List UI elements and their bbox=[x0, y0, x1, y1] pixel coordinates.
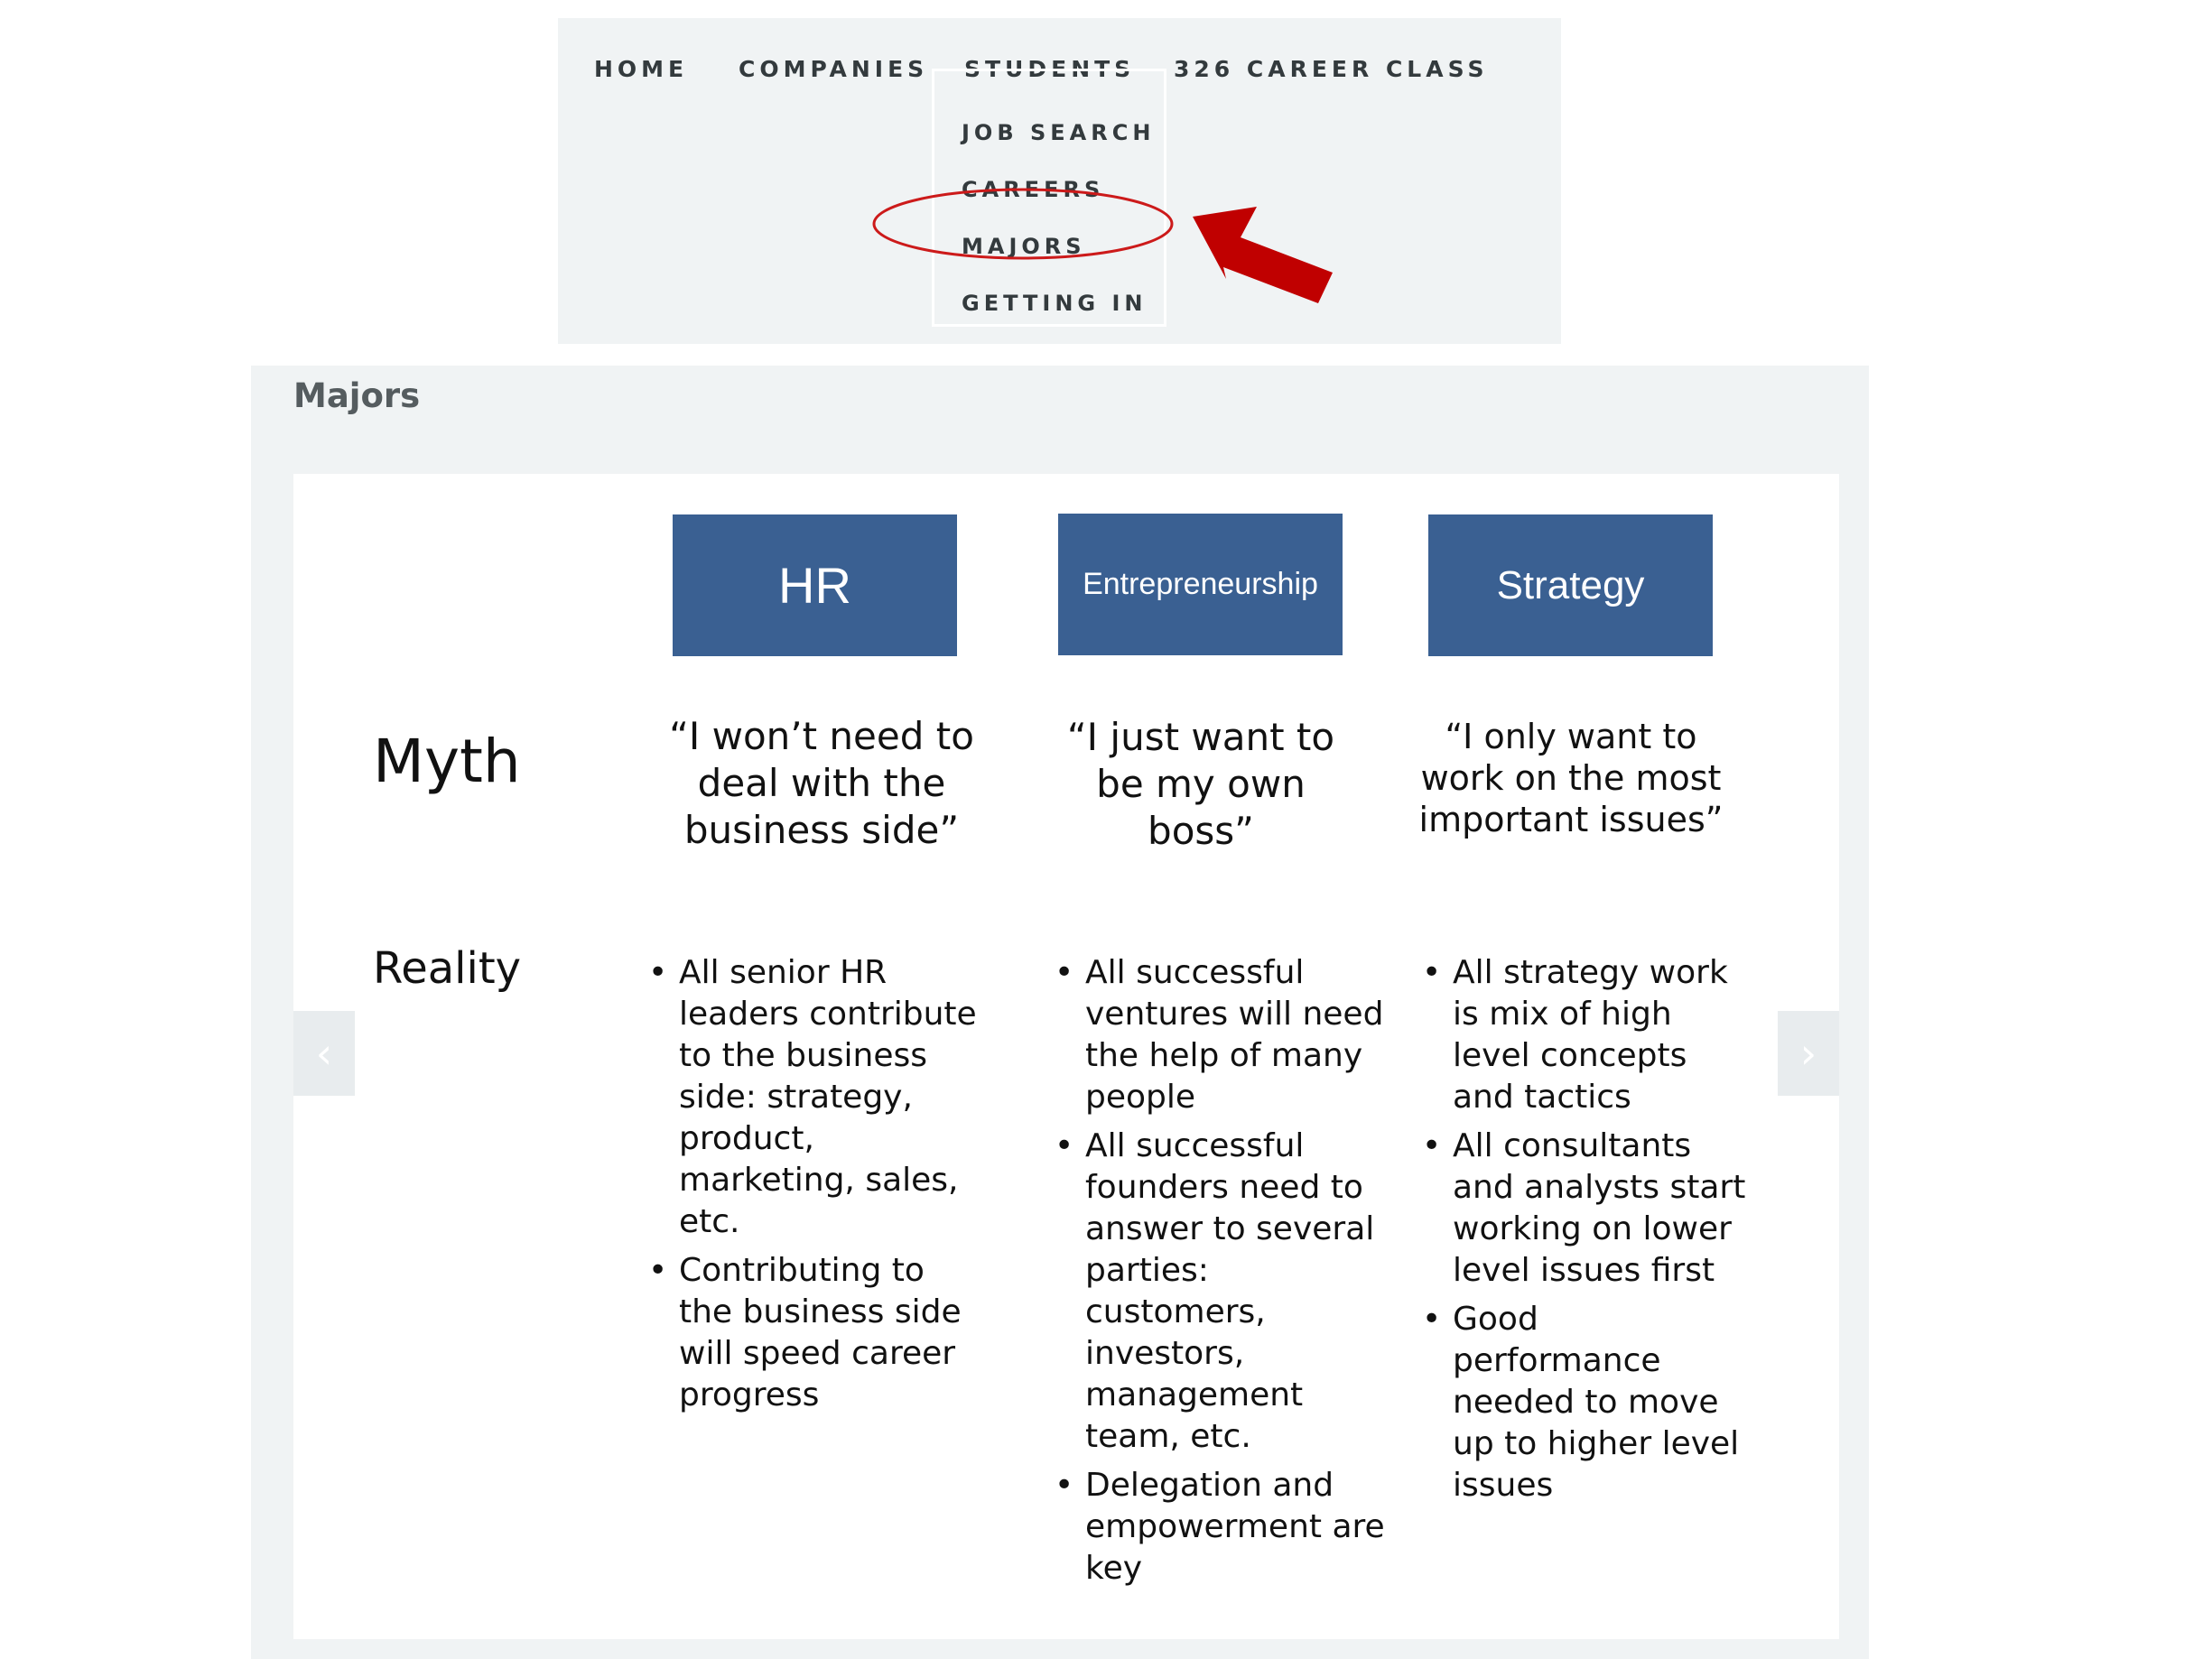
reality-list-hr: All senior HR leaders contribute to the … bbox=[648, 952, 982, 1423]
reality-item: All senior HR leaders contribute to the … bbox=[648, 952, 982, 1243]
majors-slide: HR Entrepreneurship Strategy Myth Realit… bbox=[293, 474, 1839, 1639]
site-navigation: HOME COMPANIES STUDENTS 326 CAREER CLASS… bbox=[558, 18, 1561, 344]
nav-326-career-class[interactable]: 326 CAREER CLASS bbox=[1174, 56, 1489, 82]
carousel-next-button[interactable]: › bbox=[1778, 1011, 1839, 1096]
row-label-reality: Reality bbox=[373, 943, 522, 994]
reality-item: All consultants and analysts start worki… bbox=[1422, 1126, 1756, 1292]
students-dropdown-menu: JOB SEARCH CAREERS MAJORS GETTING IN bbox=[932, 69, 1166, 327]
chevron-right-icon: › bbox=[1799, 1029, 1817, 1078]
reality-item: Delegation and empowerment are key bbox=[1055, 1465, 1389, 1589]
myth-hr: “I won’t need to deal with the business … bbox=[669, 714, 974, 852]
reality-item: Contributing to the business side will s… bbox=[648, 1250, 982, 1416]
header-entrepreneurship: Entrepreneurship bbox=[1058, 514, 1343, 655]
reality-list-entrepreneurship: All successful ventures will need the he… bbox=[1055, 952, 1389, 1597]
chevron-left-icon: ‹ bbox=[315, 1029, 333, 1078]
submenu-majors[interactable]: MAJORS bbox=[962, 234, 1086, 259]
submenu-job-search[interactable]: JOB SEARCH bbox=[962, 120, 1156, 145]
carousel-prev-button[interactable]: ‹ bbox=[293, 1011, 355, 1096]
majors-panel: Majors HR Entrepreneurship Strategy Myth… bbox=[251, 366, 1869, 1659]
reality-list-strategy: All strategy work is mix of high level c… bbox=[1422, 952, 1756, 1514]
myth-strategy: “I only want to work on the most importa… bbox=[1418, 717, 1724, 839]
header-hr: HR bbox=[673, 514, 957, 656]
reality-item: All strategy work is mix of high level c… bbox=[1422, 952, 1756, 1118]
panel-title: Majors bbox=[293, 376, 421, 415]
nav-companies[interactable]: COMPANIES bbox=[739, 56, 929, 82]
reality-item: All successful founders need to answer t… bbox=[1055, 1126, 1389, 1458]
row-label-myth: Myth bbox=[373, 727, 521, 796]
nav-home[interactable]: HOME bbox=[594, 56, 689, 82]
myth-entrepreneurship: “I just want to be my own boss” bbox=[1066, 715, 1335, 853]
reality-item: Good performance needed to move up to hi… bbox=[1422, 1299, 1756, 1506]
submenu-getting-in[interactable]: GETTING IN bbox=[962, 291, 1148, 316]
reality-item: All successful ventures will need the he… bbox=[1055, 952, 1389, 1118]
submenu-careers[interactable]: CAREERS bbox=[962, 177, 1105, 202]
header-strategy: Strategy bbox=[1428, 514, 1713, 656]
